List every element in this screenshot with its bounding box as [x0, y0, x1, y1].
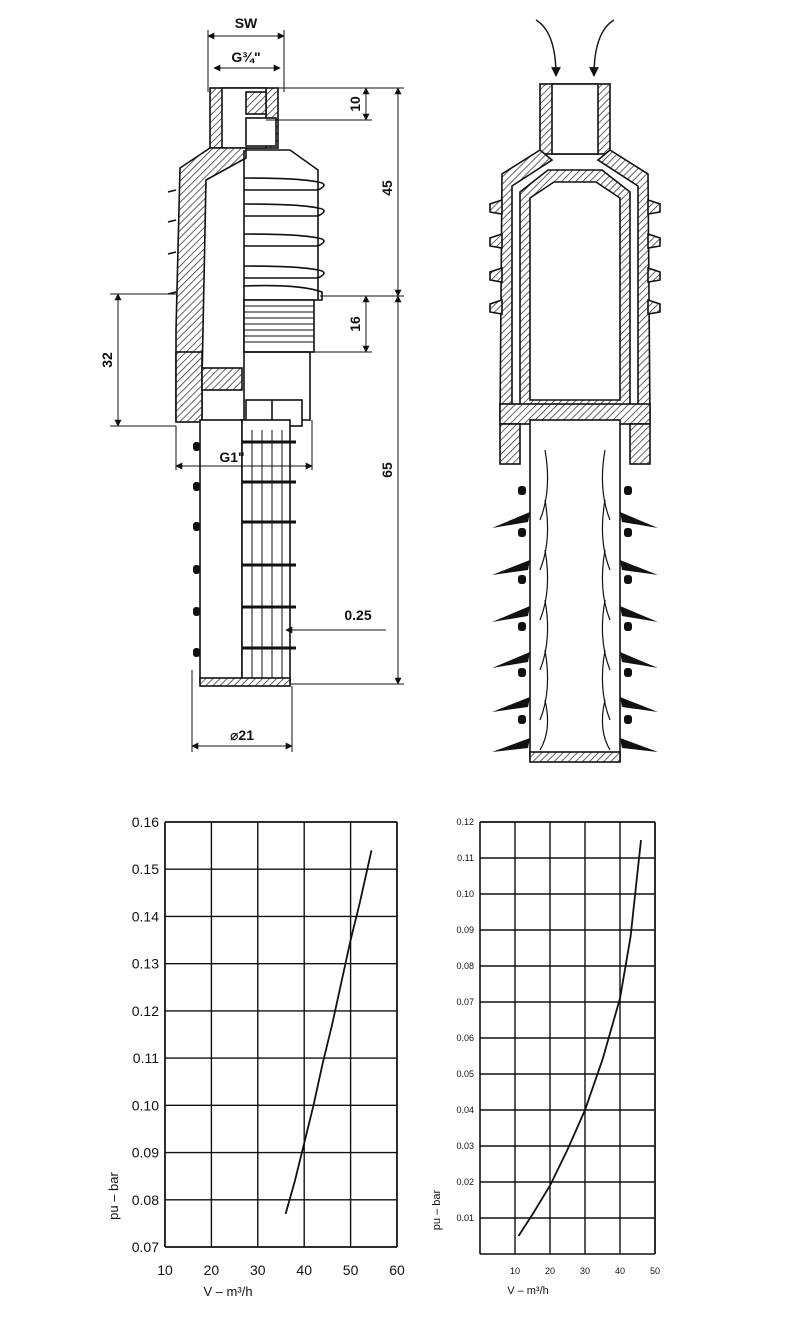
- y-tick-label: 0.09: [456, 925, 474, 935]
- y-tick-label: 0.01: [456, 1213, 474, 1223]
- dim-65: 65: [379, 462, 395, 478]
- x-tick-label: 20: [545, 1266, 555, 1276]
- x-tick-label: 10: [157, 1262, 173, 1278]
- y-tick-label: 0.07: [132, 1239, 159, 1255]
- x-axis-label: V – m³/h: [507, 1285, 549, 1297]
- y-tick-label: 0.08: [456, 961, 474, 971]
- y-axis-label: pu – bar: [431, 1189, 443, 1230]
- y-axis-label: pu – bar: [106, 1171, 121, 1219]
- right-section: [489, 83, 661, 763]
- y-tick-label: 0.08: [132, 1192, 159, 1208]
- y-tick-label: 0.10: [456, 889, 474, 899]
- x-tick-label: 10: [510, 1266, 520, 1276]
- y-tick-label: 0.13: [132, 956, 159, 972]
- x-tick-label: 40: [615, 1266, 625, 1276]
- x-tick-label: 50: [343, 1262, 359, 1278]
- series-line-0: [517, 839, 642, 1237]
- y-tick-label: 0.02: [456, 1177, 474, 1187]
- left-dimension-labels: SW G¾" 10 45 16 32 G1" 65 0.25 ⌀21: [99, 15, 395, 743]
- y-tick-label: 0.10: [132, 1097, 159, 1113]
- dim-g1: G1": [219, 449, 244, 465]
- dim-32: 32: [99, 352, 115, 368]
- series-line-0: [284, 850, 373, 1215]
- x-tick-label: 40: [296, 1262, 312, 1278]
- chart-right: 10 20 30 40 50 0.01 0.02 0.03 0.04 0.05 0.06 0.07 0.…: [431, 817, 660, 1297]
- x-tick-label: 60: [389, 1262, 405, 1278]
- chart-left: 10 20 30 40 50 60 0.07 0.08 0.09 0.10 0.11 0.12 0.13…: [106, 814, 405, 1299]
- x-tick-label: 20: [204, 1262, 220, 1278]
- left-dimensions: [110, 30, 404, 752]
- dim-16: 16: [347, 316, 363, 332]
- dim-025: 0.25: [344, 607, 371, 623]
- y-tick-label: 0.09: [132, 1145, 159, 1161]
- dim-10: 10: [347, 96, 363, 112]
- y-tick-label: 0.11: [457, 853, 474, 863]
- outflow-arrows: [492, 512, 658, 752]
- left-elevation: [167, 87, 325, 687]
- flow-arrows: [535, 19, 615, 77]
- x-tick-label: 30: [580, 1266, 590, 1276]
- y-tick-label: 0.07: [456, 997, 474, 1007]
- y-tick-label: 0.06: [456, 1033, 474, 1043]
- y-tick-label: 0.05: [456, 1069, 474, 1079]
- dim-g34: G¾": [231, 49, 260, 65]
- dim-sw: SW: [235, 15, 258, 31]
- dim-dia21: ⌀21: [230, 727, 254, 743]
- y-tick-label: 0.14: [132, 908, 159, 924]
- dim-45: 45: [379, 180, 395, 196]
- y-tick-label: 0.12: [132, 1003, 159, 1019]
- x-tick-label: 50: [650, 1266, 660, 1276]
- y-tick-label: 0.15: [132, 861, 159, 877]
- y-tick-label: 0.03: [456, 1141, 474, 1151]
- y-tick-label: 0.12: [456, 817, 474, 827]
- y-tick-label: 0.04: [456, 1105, 474, 1115]
- x-axis-label: V – m³/h: [203, 1284, 252, 1299]
- y-tick-label: 0.16: [132, 814, 159, 830]
- y-tick-label: 0.11: [133, 1050, 159, 1066]
- x-tick-label: 30: [250, 1262, 266, 1278]
